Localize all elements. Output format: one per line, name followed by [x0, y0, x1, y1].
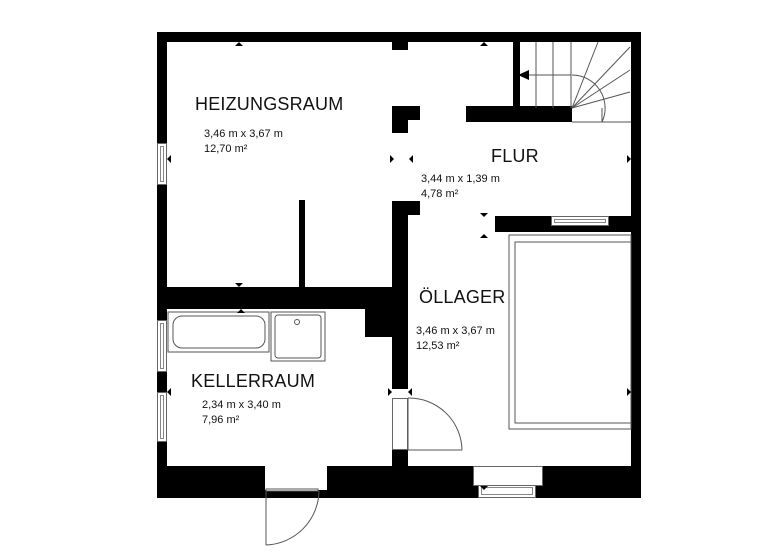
marker-icon — [480, 42, 488, 46]
marker-icon — [167, 155, 171, 163]
wall-keller-step — [365, 287, 400, 337]
marker-icon — [408, 388, 412, 396]
entry-opening — [265, 466, 327, 490]
marker-icon — [390, 155, 394, 163]
room-area-flur: 4,78 m² — [421, 188, 459, 200]
room-area-kellerraum: 7,96 m² — [202, 414, 240, 426]
window-flur — [551, 216, 609, 226]
wall-stair-horizontal — [466, 106, 572, 122]
wall-oel-lower — [392, 450, 408, 470]
stair-direction-arrow-icon — [518, 70, 529, 80]
bathtub — [167, 311, 270, 353]
wall-central-step — [392, 201, 420, 215]
wall-heiz-partition — [299, 200, 305, 288]
marker-icon — [388, 388, 392, 396]
room-dimensions-kellerraum: 2,34 m x 3,40 m — [202, 399, 281, 411]
marker-icon — [167, 388, 171, 396]
marker-icon — [627, 388, 631, 396]
shower-tray — [270, 311, 326, 362]
room-name-flur: FLUR — [491, 146, 539, 166]
room-dimensions-ollager: 3,46 m x 3,67 m — [416, 325, 495, 337]
marker-icon — [480, 213, 488, 217]
wall-heiz-stub-top — [392, 42, 408, 50]
window-keller-1 — [157, 320, 167, 372]
outer-wall-left — [157, 32, 167, 498]
room-name-heizungsraum: HEIZUNGSRAUM — [195, 94, 344, 114]
marker-icon — [480, 486, 488, 490]
marker-icon — [409, 155, 413, 163]
wall-stair-vertical — [513, 42, 520, 108]
oil-tank — [508, 234, 632, 430]
marker-icon — [235, 42, 243, 46]
storage-door[interactable] — [407, 397, 463, 451]
outer-wall-right — [631, 32, 641, 498]
room-area-ollager: 12,53 m² — [416, 340, 460, 352]
room-name-kellerraum: KELLERRAUM — [191, 371, 316, 391]
room-dimensions-flur: 3,44 m x 1,39 m — [421, 173, 500, 185]
outer-wall-bottom — [157, 466, 641, 498]
dimension-markers — [167, 42, 631, 490]
wall-central-vertical — [392, 201, 408, 389]
wall-column-ext — [392, 106, 420, 120]
marker-icon — [237, 309, 245, 313]
room-area-heizungsraum: 12,70 m² — [204, 143, 248, 155]
window-heizungsraum — [157, 143, 167, 185]
marker-icon — [480, 234, 488, 238]
outer-wall-top — [157, 32, 641, 42]
entry-door[interactable] — [265, 488, 320, 546]
marker-icon — [627, 155, 631, 163]
staircase[interactable] — [518, 41, 631, 123]
marker-icon — [235, 283, 243, 287]
room-name-ollager: ÖLLAGER — [419, 287, 506, 307]
room-dimensions-heizungsraum: 3,46 m x 3,67 m — [204, 128, 283, 140]
window-keller-2 — [157, 392, 167, 442]
wall-heiz-bottom — [167, 287, 400, 309]
oellager-window-niche — [473, 466, 543, 486]
